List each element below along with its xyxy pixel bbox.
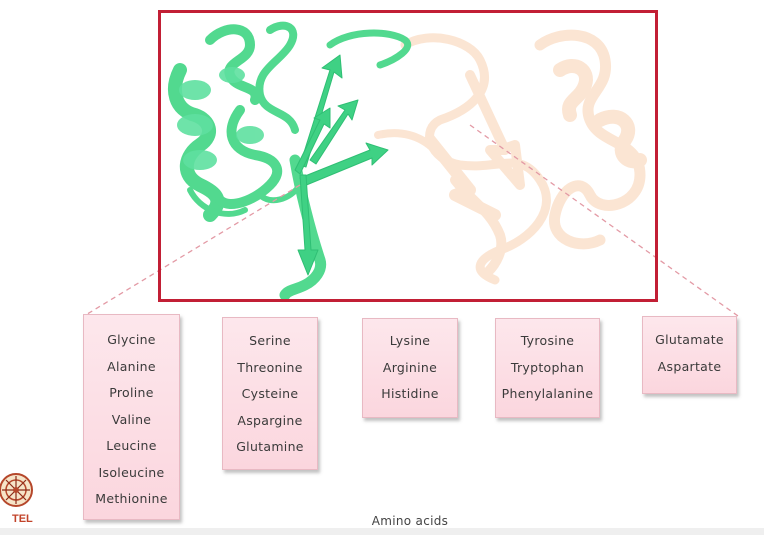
bottom-strip bbox=[0, 528, 764, 535]
amino-acid: Leucine bbox=[84, 433, 179, 460]
amino-acid-list: Serine Threonine Cysteine Aspargine Glut… bbox=[223, 328, 317, 461]
amino-acid: Histidine bbox=[363, 381, 457, 408]
amino-acid: Methionine bbox=[84, 486, 179, 513]
amino-acid: Glycine bbox=[84, 327, 179, 354]
amino-acid-group-hydrophobic: Glycine Alanine Proline Valine Leucine I… bbox=[83, 314, 180, 520]
amino-acid: Proline bbox=[84, 380, 179, 407]
logo-text: TEL bbox=[12, 513, 33, 525]
amino-acid: Arginine bbox=[363, 355, 457, 382]
amino-acid-list: Tyrosine Tryptophan Phenylalanine bbox=[496, 328, 599, 408]
caption: Amino acids bbox=[340, 514, 480, 528]
zoom-frame bbox=[158, 10, 658, 302]
amino-acid-list: Glycine Alanine Proline Valine Leucine I… bbox=[84, 327, 179, 513]
amino-acid-group-basic: Lysine Arginine Histidine bbox=[362, 318, 458, 418]
amino-acid-group-aromatic: Tyrosine Tryptophan Phenylalanine bbox=[495, 318, 600, 418]
amino-acid: Alanine bbox=[84, 354, 179, 381]
amino-acid: Isoleucine bbox=[84, 460, 179, 487]
amino-acid: Cysteine bbox=[223, 381, 317, 408]
amino-acid-group-acidic: Glutamate Aspartate bbox=[642, 316, 737, 394]
amino-acid: Serine bbox=[223, 328, 317, 355]
amino-acid: Phenylalanine bbox=[496, 381, 599, 408]
nptel-logo: TEL bbox=[0, 468, 44, 526]
amino-acid-group-polar: Serine Threonine Cysteine Aspargine Glut… bbox=[222, 317, 318, 470]
amino-acid: Lysine bbox=[363, 328, 457, 355]
amino-acid: Glutamate bbox=[643, 327, 736, 354]
amino-acid: Glutamine bbox=[223, 434, 317, 461]
amino-acid: Aspargine bbox=[223, 408, 317, 435]
amino-acid-list: Lysine Arginine Histidine bbox=[363, 328, 457, 408]
amino-acid: Valine bbox=[84, 407, 179, 434]
amino-acid: Threonine bbox=[223, 355, 317, 382]
amino-acid: Tryptophan bbox=[496, 355, 599, 382]
amino-acid-list: Glutamate Aspartate bbox=[643, 327, 736, 380]
amino-acid: Tyrosine bbox=[496, 328, 599, 355]
amino-acid: Aspartate bbox=[643, 354, 736, 381]
